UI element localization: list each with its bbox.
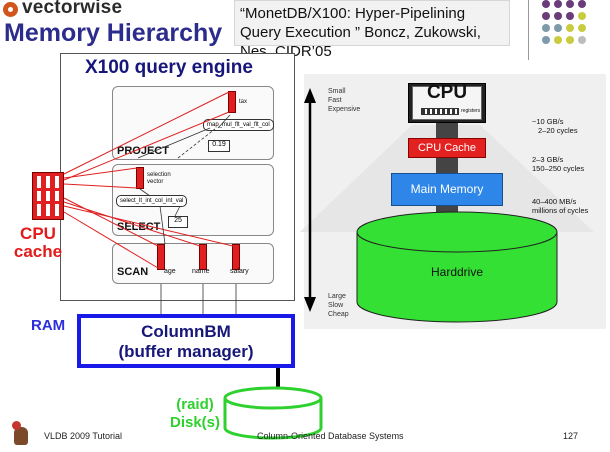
page-title: Memory Hierarchy [4,19,223,47]
disk-cylinder-icon [223,386,323,440]
disk-label-line1: (raid) [176,396,214,413]
select-constant: 25 [168,216,188,228]
footer-left: VLDB 2009 Tutorial [44,431,123,441]
footer-logo-icon [8,421,30,447]
project-expression: map_mul_flt_val_flt_col [203,119,274,131]
top-note-line3: Expensive [328,106,361,113]
columnbm-title: ColumnBM [141,322,231,341]
selection-vector [136,167,144,189]
cpu-cache-bar: CPU Cache [408,138,486,158]
age-vector [157,244,165,270]
top-note-line1: Small [328,88,346,95]
main-memory-bar: Main Memory [391,173,503,206]
harddrive-label: Harddrive [430,265,484,279]
bottom-note-line2: Slow [328,302,344,309]
project-label: PROJECT [117,145,169,157]
harddrive-cylinder-icon [356,211,558,323]
pyramid-bottom-note: Large Slow Cheap [328,292,349,319]
scan-column-age: age [164,268,176,275]
pyramid-top-note: Small Fast Expensive [328,87,360,114]
cache-rate-bandwidth: ~10 GB/s [532,117,564,126]
cache-rate-latency: 2–20 cycles [538,126,578,135]
bottom-note-line1: Large [328,293,346,300]
brand-logo-icon-inner [8,7,13,12]
footer-page-number: 127 [563,431,579,441]
disk-rate-latency: millions of cycles [532,206,589,215]
ram-label: RAM [31,317,66,334]
columnbm-subtitle: (buffer manager) [118,342,254,361]
disk-rate-bandwidth: 40–400 MB/s [532,197,577,206]
scan-column-salary: salary [230,268,249,275]
cpu-cache-label: CPU cache [10,225,66,261]
registers-label: registers [461,108,481,114]
header-divider [528,0,529,60]
cpu-cache-block-icon [32,172,64,220]
disk-label: (raid) Disk(s) [160,396,230,432]
columnbm-box: ColumnBM (buffer manager) [77,314,295,368]
disk-label-line2: Disk(s) [169,414,221,431]
brand-name: vectorwise [22,0,123,18]
registers-strip-icon [421,108,459,115]
top-note-line2: Fast [328,97,342,104]
salary-vector [232,244,240,270]
name-vector [199,244,207,270]
cpu-cache-label-line1: CPU [20,224,56,243]
cpu-label: CPU [426,82,468,103]
cache-rate: ~10 GB/s 2–20 cycles [532,117,578,135]
select-expression: select_lt_int_col_int_val [116,195,188,207]
decorative-dots-icon [530,0,600,55]
selection-vector-label: selection vector [147,172,171,185]
memory-rate: 2–3 GB/s 150–250 cycles [532,155,584,173]
x100-title: X100 query engine [85,57,253,78]
memory-rate-bandwidth: 2–3 GB/s [532,155,564,164]
project-constant: 0.19 [208,140,230,152]
footer-center: Column-Oriented Database Systems [257,431,404,441]
cpu-cache-label-line2: cache [13,242,63,261]
bottom-note-line3: Cheap [328,311,349,318]
citation: “MonetDB/X100: Hyper-Pipelining Query Ex… [234,0,510,60]
disk-rate: 40–400 MB/s millions of cycles [532,197,588,215]
memory-rate-latency: 150–250 cycles [532,164,585,173]
scan-column-name: name [192,268,210,275]
scan-label: SCAN [117,266,149,278]
tax-vector [228,91,236,113]
tax-vector-label: tax [239,99,248,105]
